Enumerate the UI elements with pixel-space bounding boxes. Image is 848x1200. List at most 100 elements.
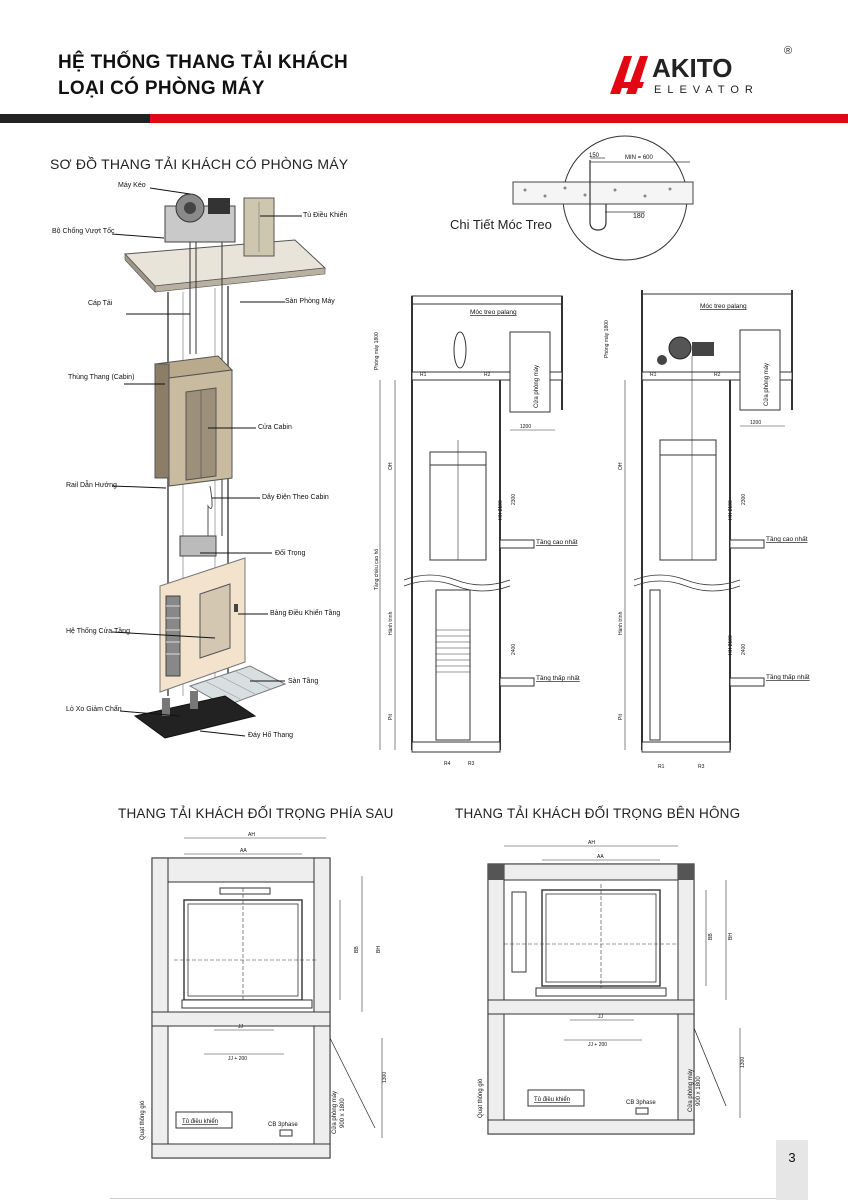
dim-bb: BB	[354, 946, 360, 953]
dim-hh2100: HH 2100	[498, 500, 504, 520]
label-quat-thong-gio-2: Quạt thông gió	[478, 1078, 484, 1118]
dim-jj200-2: JJ + 200	[588, 1042, 607, 1048]
label-doi-trong: Đối Trọng	[275, 550, 306, 557]
plan-counterweight-side: AH AA BB BH JJ JJ + 200 1300 Quạt thông …	[478, 840, 746, 1135]
plan-counterweight-rear: AH AA BB BH JJ JJ + 200 1300 Quạt thông …	[140, 832, 388, 1159]
dim-1300: 1300	[382, 1072, 388, 1083]
page-title-line2: LOẠI CÓ PHÒNG MÁY	[58, 78, 265, 99]
label-tang-cao-nhat: Tầng cao nhất	[536, 537, 578, 546]
header-divider-bars	[0, 114, 848, 123]
machine-room-door-2	[739, 329, 781, 411]
dim-pit: Pit	[388, 714, 394, 720]
machine-room-roof	[411, 295, 563, 305]
label-r1-bottom: R1	[658, 764, 665, 770]
label-tang-cao-nhat-2: Tầng cao nhất	[766, 534, 808, 543]
dim-1200: 1200	[520, 424, 531, 430]
dim-150: 150	[589, 153, 600, 159]
buffer-spring	[162, 698, 170, 716]
logo-main-text: AKITO	[652, 53, 732, 83]
label-r1-2: R1	[650, 372, 657, 378]
dim-1200-2: 1200	[750, 420, 761, 426]
dim-jj200: JJ + 200	[228, 1056, 247, 1062]
plan-left-title: THANG TẢI KHÁCH ĐỐI TRỌNG PHÍA SAU	[118, 806, 394, 821]
dim-jj: JJ	[238, 1024, 244, 1030]
sheave	[453, 331, 467, 369]
landing-bottom-slab	[499, 677, 535, 687]
cabin-upper-2	[659, 439, 717, 561]
section-counterweight-rear: Cửa phòng máy Móc treo palang R1 R2 Tầng…	[374, 295, 580, 767]
label-bo-chong-vuot-toc: Bộ Chống Vượt Tốc	[52, 228, 115, 235]
label-cua-phong-may-plan-2: Cửa phòng máy	[687, 1069, 694, 1112]
counterweight	[179, 535, 217, 557]
label-thung-thang: Thùng Thang (Cabin)	[68, 374, 135, 381]
footer-line	[110, 1198, 776, 1199]
label-r4: R4	[444, 761, 451, 767]
counterweight-plan	[219, 887, 271, 895]
label-cb-2: CB 3phase	[626, 1100, 656, 1106]
dim-pit-2: Pit	[618, 714, 624, 720]
logo-registered-mark: ®	[784, 45, 792, 57]
controller-box-2	[527, 1089, 585, 1107]
isometric-title: SƠ ĐỒ THANG TẢI KHÁCH CÓ PHÒNG MÁY	[50, 156, 349, 172]
leader-may-keo	[149, 187, 191, 195]
akito-logo: AKITO ELEVATOR ®	[600, 42, 800, 102]
dim-hh2100-2: HH 2100	[728, 500, 734, 520]
label-cb: CB 3phase	[268, 1122, 298, 1128]
dim-phong-may: Phòng máy 1800	[374, 332, 380, 370]
dim-bh-2: BH	[728, 933, 734, 940]
door-swing-2	[693, 1027, 727, 1107]
label-cua-phong-may-2: Cửa phòng máy	[763, 363, 770, 406]
hall-button-panel	[234, 604, 238, 612]
page-title-line1: HỆ THỐNG THANG TẢI KHÁCH	[58, 52, 349, 73]
door-swing	[329, 1037, 376, 1129]
logo-sub-text: ELEVATOR	[654, 84, 759, 96]
header-divider	[0, 110, 848, 123]
landing-door	[199, 583, 231, 659]
machine-room-floor	[411, 371, 563, 381]
label-rail-dan-huong: Rail Dẫn Hướng	[66, 482, 117, 489]
cb-box-2	[635, 1107, 649, 1115]
controller-box	[175, 1111, 233, 1129]
label-cap-tai: Cáp Tải	[88, 300, 113, 307]
dim-hh2100-lower: HH 2100	[728, 635, 734, 655]
hanger-detail-title: Chi Tiết Móc Treo	[450, 217, 552, 232]
label-r2-2: R2	[714, 372, 721, 378]
label-cua-cabin: Cửa Cabin	[258, 424, 292, 431]
hanger-hook	[589, 160, 607, 231]
dim-phong-may-2: Phòng máy 1800	[604, 320, 610, 358]
label-r1: R1	[420, 372, 427, 378]
dim-oh: OH	[388, 462, 394, 470]
machine-room-door	[509, 331, 551, 413]
dim-bh: BH	[376, 946, 382, 953]
dim-bb-2: BB	[708, 933, 714, 940]
landing-top-slab	[499, 539, 535, 549]
akito-logo-mark: AKITO ELEVATOR ®	[610, 45, 792, 96]
cb-box	[279, 1129, 293, 1137]
counterweight-side	[649, 589, 661, 741]
label-quat-thong-gio: Quạt thông gió	[140, 1100, 146, 1140]
label-may-keo: Máy Kéo	[118, 182, 146, 189]
label-he-thong-cua-tang: Hệ Thống Cửa Tầng	[66, 628, 130, 635]
label-lo-xo: Lò Xo Giảm Chấn	[66, 706, 122, 713]
label-cua-size-2: 900 x 1800	[696, 1076, 702, 1106]
label-moc-treo: Móc treo palang	[470, 309, 517, 316]
dim-2300-2: 2300	[741, 494, 747, 505]
dim-aa-2: AA	[597, 854, 604, 860]
counterweight-plan-2	[511, 891, 527, 973]
hanger-detail: 150 MIN = 600 180	[512, 135, 694, 261]
dim-hanh-trinh-2: Hành trình	[618, 611, 624, 635]
traveling-cable	[207, 485, 213, 536]
dim-jj-2: JJ	[598, 1014, 604, 1020]
section-counterweight-side: Cửa phòng máy Móc treo palang R1 R2 Tầng…	[604, 290, 810, 770]
dim-1300-2: 1300	[740, 1057, 746, 1068]
dim-2300: 2300	[511, 494, 517, 505]
hanger-beam	[512, 181, 694, 205]
label-cua-size: 900 x 1800	[340, 1098, 346, 1128]
label-moc-treo-2: Móc treo palang	[700, 303, 747, 310]
dim-2400: 2400	[511, 644, 517, 655]
pit-slab	[411, 741, 501, 753]
label-tang-thap-nhat-2: Tầng thấp nhất	[766, 672, 810, 681]
label-san-phong-may: Sàn Phòng Máy	[285, 298, 335, 305]
label-tu-dieu-khien-plan: Tủ điều khiển	[182, 1118, 218, 1125]
dim-oh-2: OH	[618, 462, 624, 470]
